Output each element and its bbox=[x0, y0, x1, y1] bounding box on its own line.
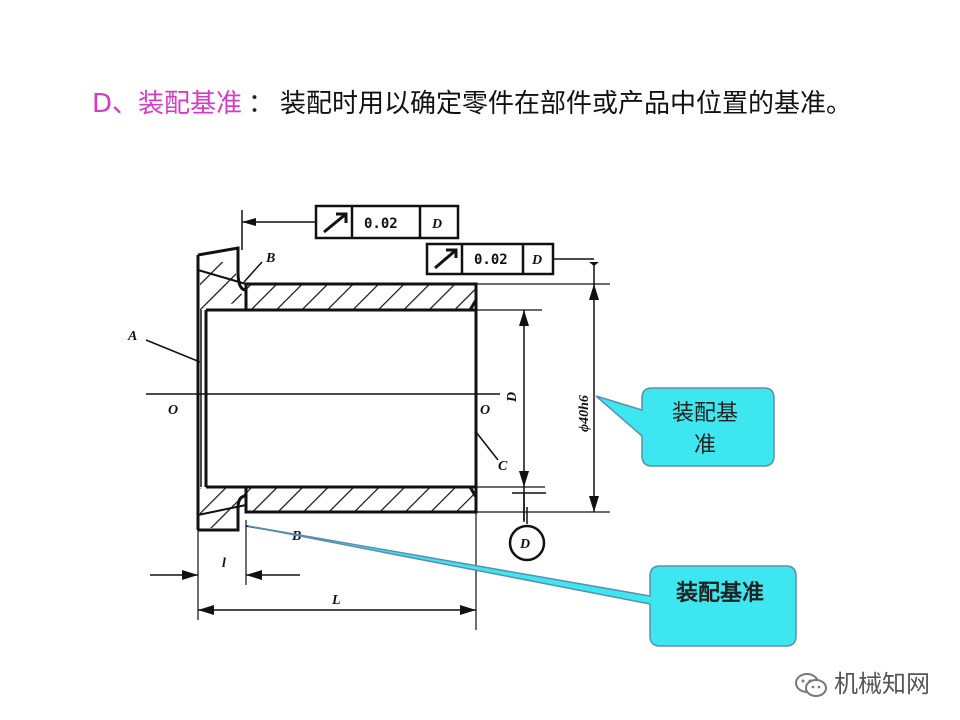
datum-symbol bbox=[508, 507, 546, 562]
dim-l-label: l bbox=[222, 556, 226, 571]
watermark: 机械知网 bbox=[794, 664, 930, 699]
frame2-value: 0.02 bbox=[474, 252, 508, 268]
dim-diameter bbox=[589, 262, 599, 512]
label-O-right: O bbox=[480, 403, 490, 418]
frame1-value: 0.02 bbox=[364, 216, 398, 232]
dim-L-label: L bbox=[331, 593, 341, 608]
frame1-datum: D bbox=[431, 217, 442, 232]
label-C: C bbox=[498, 459, 508, 474]
heading: D、装配基准：装配时用以确定零件在部件或产品中位置的基准。 bbox=[92, 84, 852, 124]
upper-wall bbox=[244, 282, 478, 312]
dim-D bbox=[512, 310, 546, 522]
watermark-text: 机械知网 bbox=[834, 670, 930, 698]
runout-icon bbox=[434, 248, 458, 270]
datum-label: D bbox=[519, 537, 530, 552]
tolerance-frame-upper bbox=[241, 204, 460, 250]
bore-outline bbox=[204, 284, 478, 512]
callout-upper bbox=[595, 387, 775, 467]
dim-l bbox=[150, 570, 300, 580]
heading-term: D、装配基准 bbox=[92, 89, 243, 119]
label-B-top: B bbox=[265, 251, 275, 266]
wechat-icon bbox=[795, 673, 827, 697]
callout-upper-line2: 准 bbox=[694, 433, 716, 458]
lower-wall bbox=[244, 485, 478, 514]
runout-icon bbox=[323, 212, 348, 234]
heading-colon: ： bbox=[248, 89, 275, 119]
callout-lower-text: 装配基准 bbox=[676, 581, 764, 606]
callout-upper-line1: 装配基 bbox=[672, 401, 738, 426]
heading-definition: 装配时用以确定零件在部件或产品中位置的基准。 bbox=[280, 89, 853, 119]
frame2-datum: D bbox=[531, 253, 542, 268]
label-B-bottom: B bbox=[291, 529, 301, 544]
label-A: A bbox=[127, 329, 137, 344]
dim-diameter-label: ϕ40h6 bbox=[577, 395, 592, 432]
dim-L bbox=[198, 605, 476, 615]
callout-lower bbox=[247, 525, 797, 647]
tolerance-frame-right bbox=[425, 242, 599, 276]
dim-D-label: D bbox=[505, 392, 520, 403]
label-O-left: O bbox=[168, 403, 178, 418]
